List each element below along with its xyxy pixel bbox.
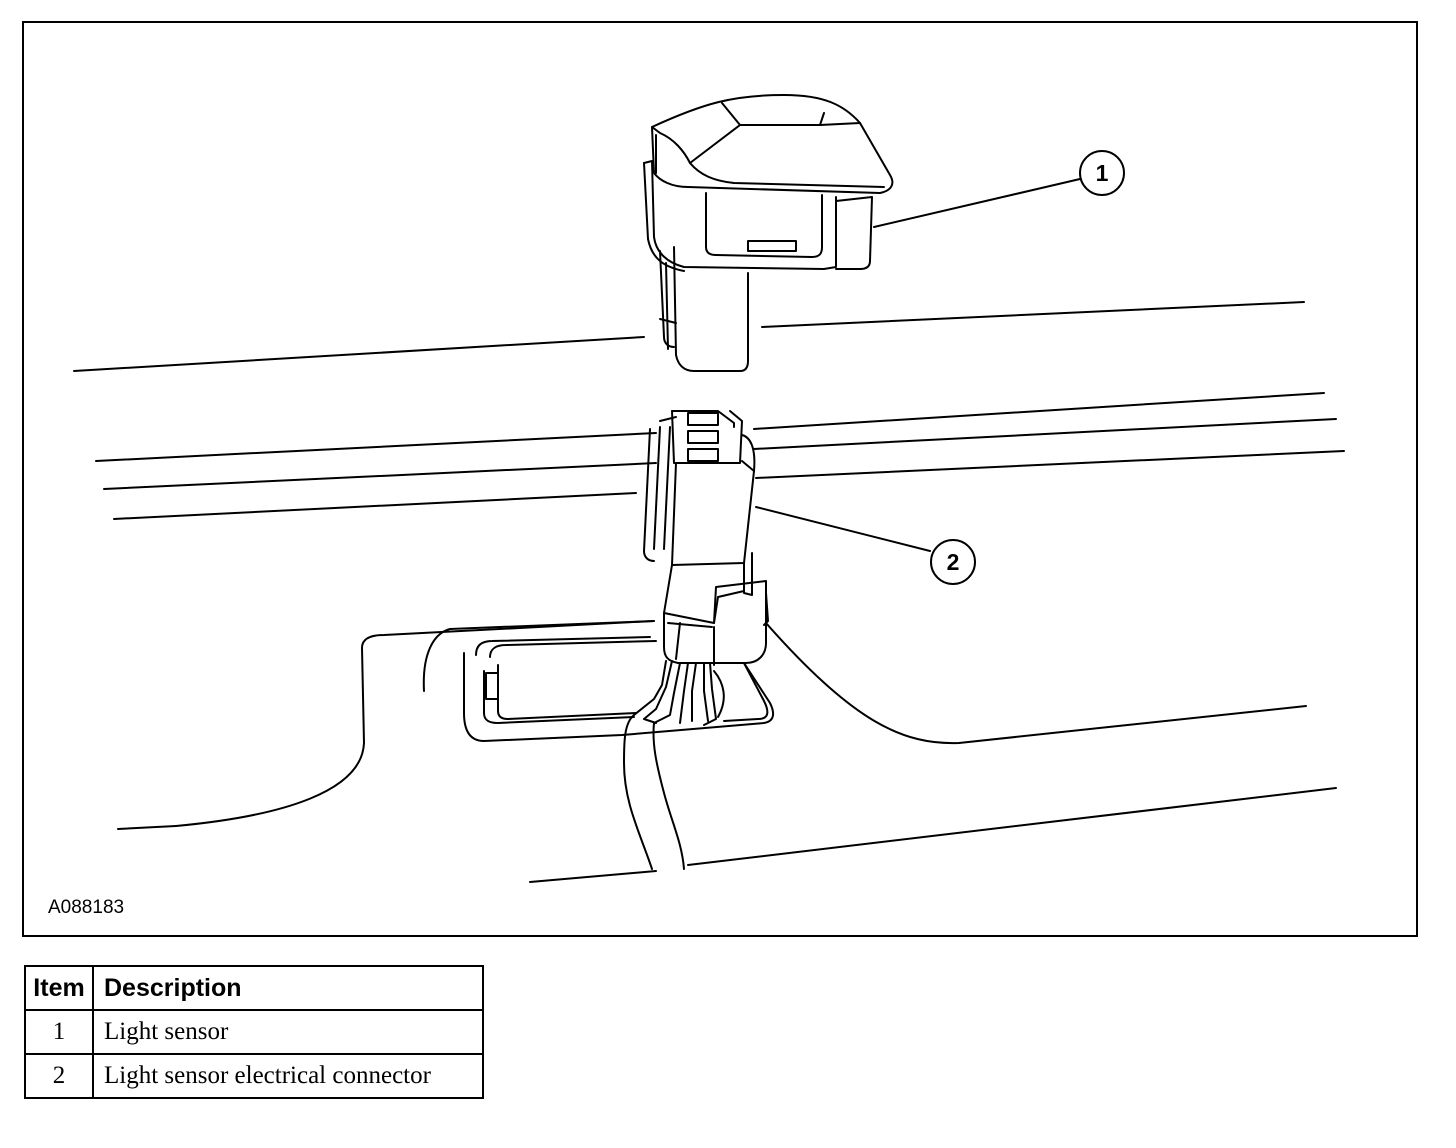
- legend-item-number: 2: [24, 1053, 94, 1099]
- light-sensor-diagram: 1 2: [73, 94, 1345, 883]
- wiring-harness: [623, 660, 717, 870]
- callout-2-label: 2: [947, 549, 960, 575]
- figure-id-label: A088183: [48, 897, 125, 918]
- leader-lines: [755, 178, 1081, 552]
- light-sensor: [643, 94, 894, 372]
- callout-1-label: 1: [1096, 160, 1109, 186]
- figure-frame: 1 2 A088183: [22, 21, 1418, 937]
- sensor-opening: [422, 620, 775, 742]
- table-row: 2 Light sensor electrical connector: [24, 1053, 484, 1099]
- electrical-connector: [643, 410, 769, 666]
- legend-header-description: Description: [92, 965, 484, 1011]
- table-row: 1 Light sensor: [24, 1009, 484, 1055]
- legend-item-number: 1: [24, 1009, 94, 1055]
- callout-1: 1: [1079, 150, 1125, 196]
- legend-item-description: Light sensor: [92, 1009, 484, 1055]
- panel-lines: [73, 301, 1345, 883]
- legend-table: Item Description 1 Light sensor 2 Light …: [24, 965, 484, 1099]
- callout-2: 2: [930, 539, 976, 585]
- legend-header-row: Item Description: [24, 965, 484, 1011]
- legend-header-item: Item: [24, 965, 94, 1011]
- legend-item-description: Light sensor electrical connector: [92, 1053, 484, 1099]
